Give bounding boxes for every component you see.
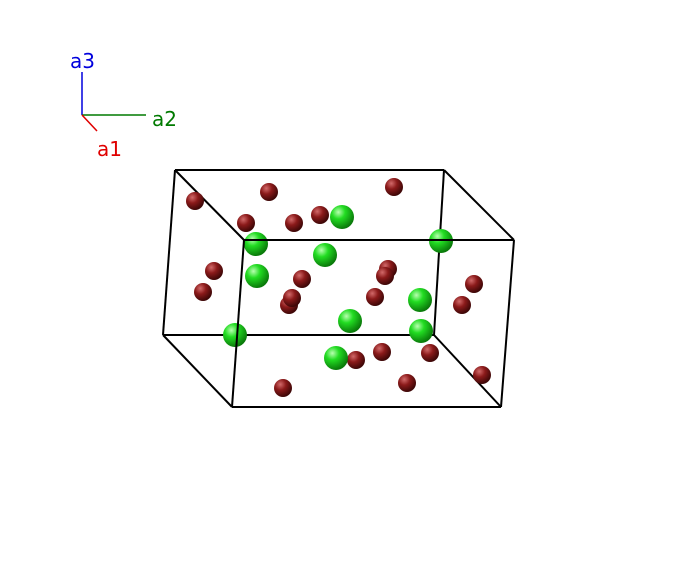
a2-label: a2 (152, 107, 177, 131)
atom-dark-red[interactable] (194, 283, 212, 301)
cell-edge (162, 169, 176, 336)
atom-green[interactable] (408, 288, 432, 312)
atom-dark-red[interactable] (260, 183, 278, 201)
a1-label: a1 (97, 137, 122, 161)
atoms (186, 178, 491, 397)
cell-edge (433, 334, 502, 408)
cell-edge (500, 239, 515, 408)
atom-dark-red[interactable] (311, 206, 329, 224)
a1-axis-line (81, 114, 98, 132)
atom-dark-red[interactable] (274, 379, 292, 397)
atom-green[interactable] (338, 309, 362, 333)
atom-dark-red[interactable] (376, 267, 394, 285)
atom-dark-red[interactable] (366, 288, 384, 306)
atom-dark-red[interactable] (453, 296, 471, 314)
atom-dark-red[interactable] (465, 275, 483, 293)
atom-green[interactable] (330, 205, 354, 229)
cell-edge (231, 239, 245, 408)
cell-edge (162, 334, 233, 408)
unit-cell-front-edges (231, 239, 515, 408)
atom-dark-red[interactable] (421, 344, 439, 362)
atom-green[interactable] (244, 232, 268, 256)
atom-green[interactable] (313, 243, 337, 267)
atom-green[interactable] (245, 264, 269, 288)
atom-green[interactable] (223, 323, 247, 347)
atom-dark-red[interactable] (473, 366, 491, 384)
cell-edge (174, 169, 245, 241)
atom-dark-red[interactable] (285, 214, 303, 232)
atom-green[interactable] (324, 346, 348, 370)
atom-dark-red[interactable] (385, 178, 403, 196)
atom-dark-red[interactable] (186, 192, 204, 210)
atom-dark-red[interactable] (398, 374, 416, 392)
axis-triad: a3 a2 a1 (70, 49, 177, 161)
atom-dark-red[interactable] (205, 262, 223, 280)
atom-dark-red[interactable] (237, 214, 255, 232)
a3-label: a3 (70, 49, 95, 73)
atom-dark-red[interactable] (283, 289, 301, 307)
atom-dark-red[interactable] (293, 270, 311, 288)
atom-dark-red[interactable] (347, 351, 365, 369)
atom-dark-red[interactable] (373, 343, 391, 361)
atom-green[interactable] (409, 319, 433, 343)
cell-edge (443, 169, 515, 241)
